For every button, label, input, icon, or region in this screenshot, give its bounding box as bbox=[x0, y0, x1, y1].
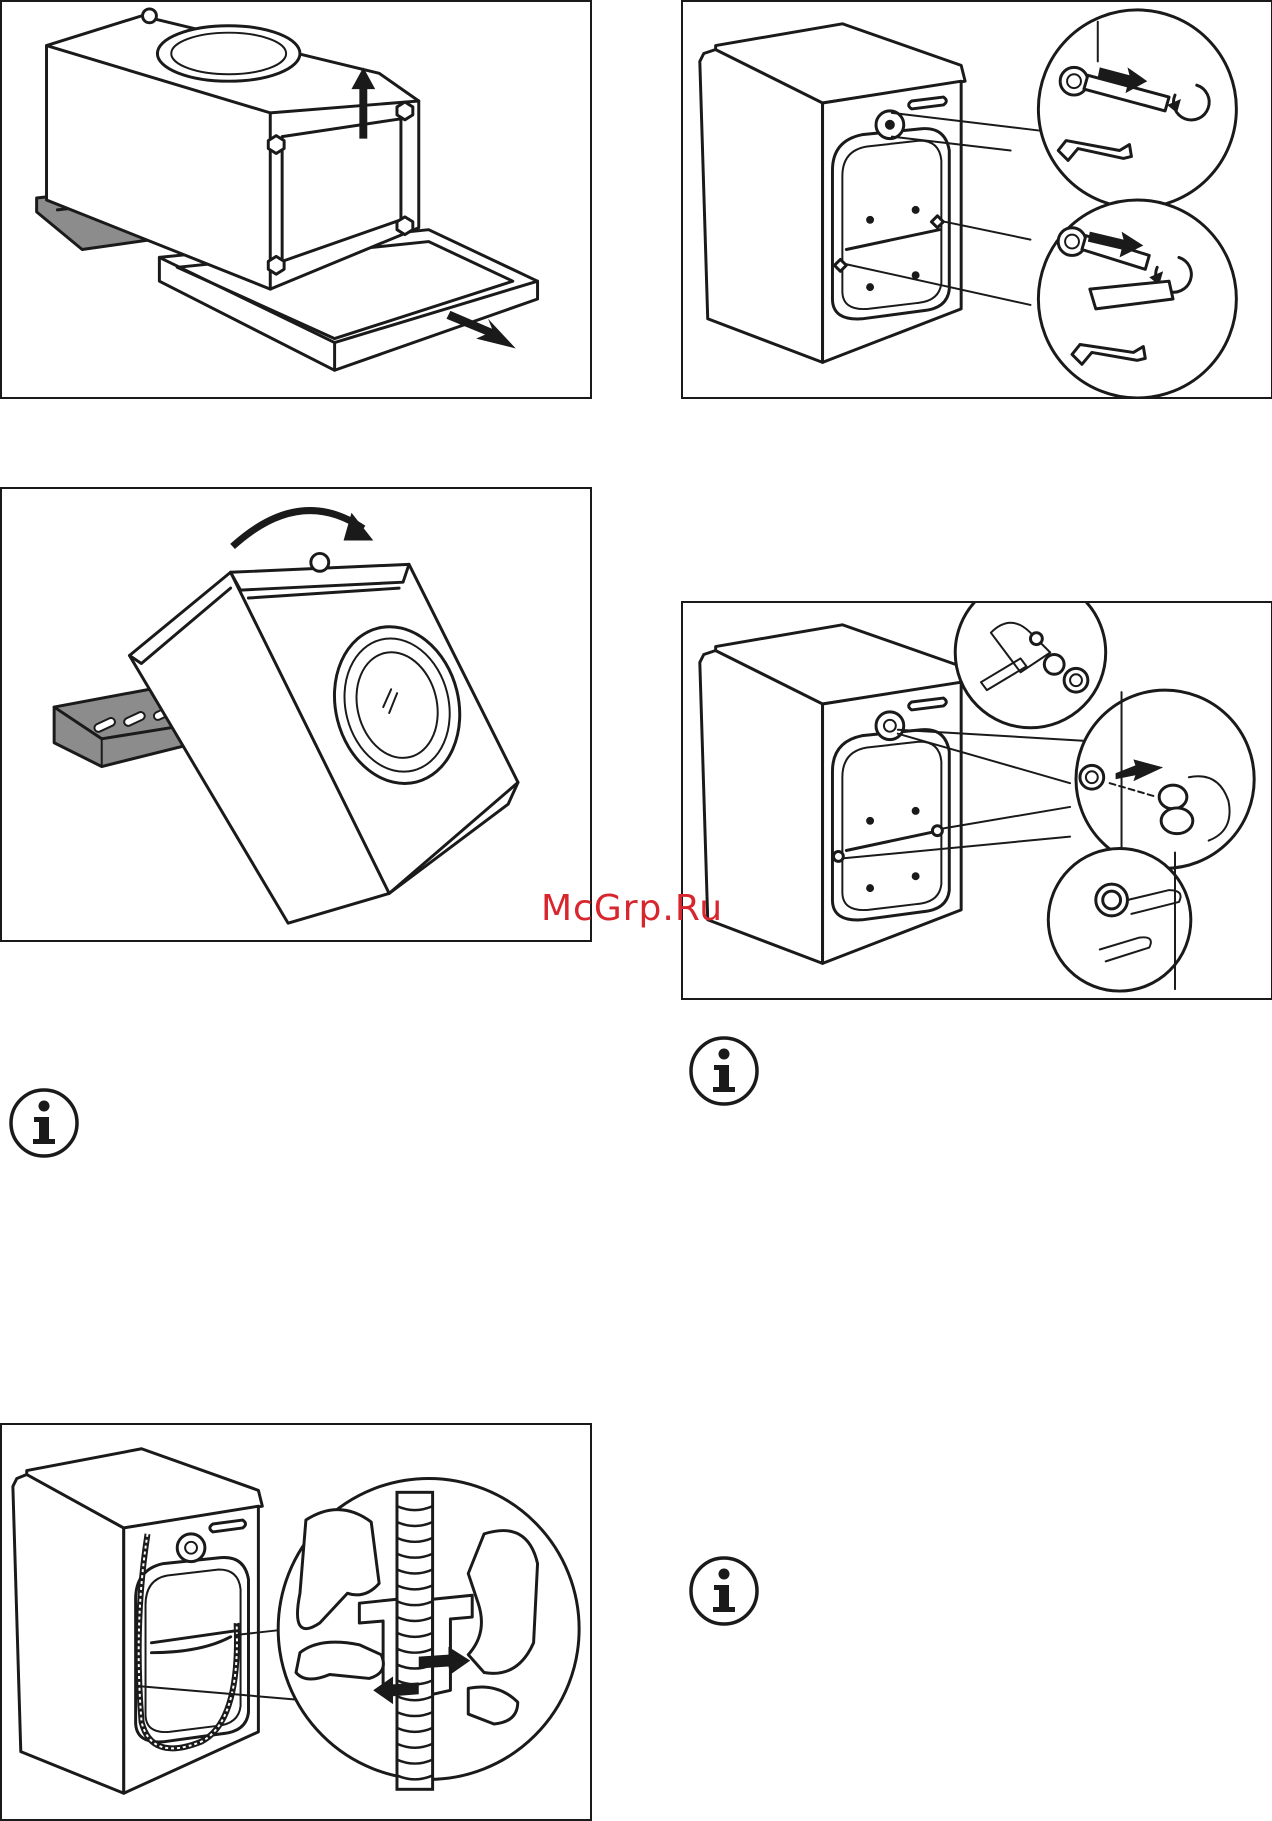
remove-packaging-base-illustration bbox=[2, 2, 590, 397]
release-hose-clip-figure bbox=[0, 1423, 592, 1821]
info-icon bbox=[688, 1555, 760, 1627]
remove-transit-bolts-figure bbox=[681, 0, 1272, 399]
watermark: McGrp.Ru bbox=[541, 888, 723, 929]
release-hose-clip-illustration bbox=[2, 1425, 590, 1819]
insert-plastic-caps-figure bbox=[681, 601, 1272, 1000]
remove-transit-bolts-illustration bbox=[683, 2, 1271, 397]
tilt-appliance-illustration bbox=[2, 489, 590, 940]
info-icon bbox=[8, 1087, 80, 1159]
tilt-appliance-figure bbox=[0, 487, 592, 942]
info-icon bbox=[688, 1035, 760, 1107]
remove-packaging-base-figure bbox=[0, 0, 592, 399]
insert-plastic-caps-illustration bbox=[683, 603, 1271, 998]
